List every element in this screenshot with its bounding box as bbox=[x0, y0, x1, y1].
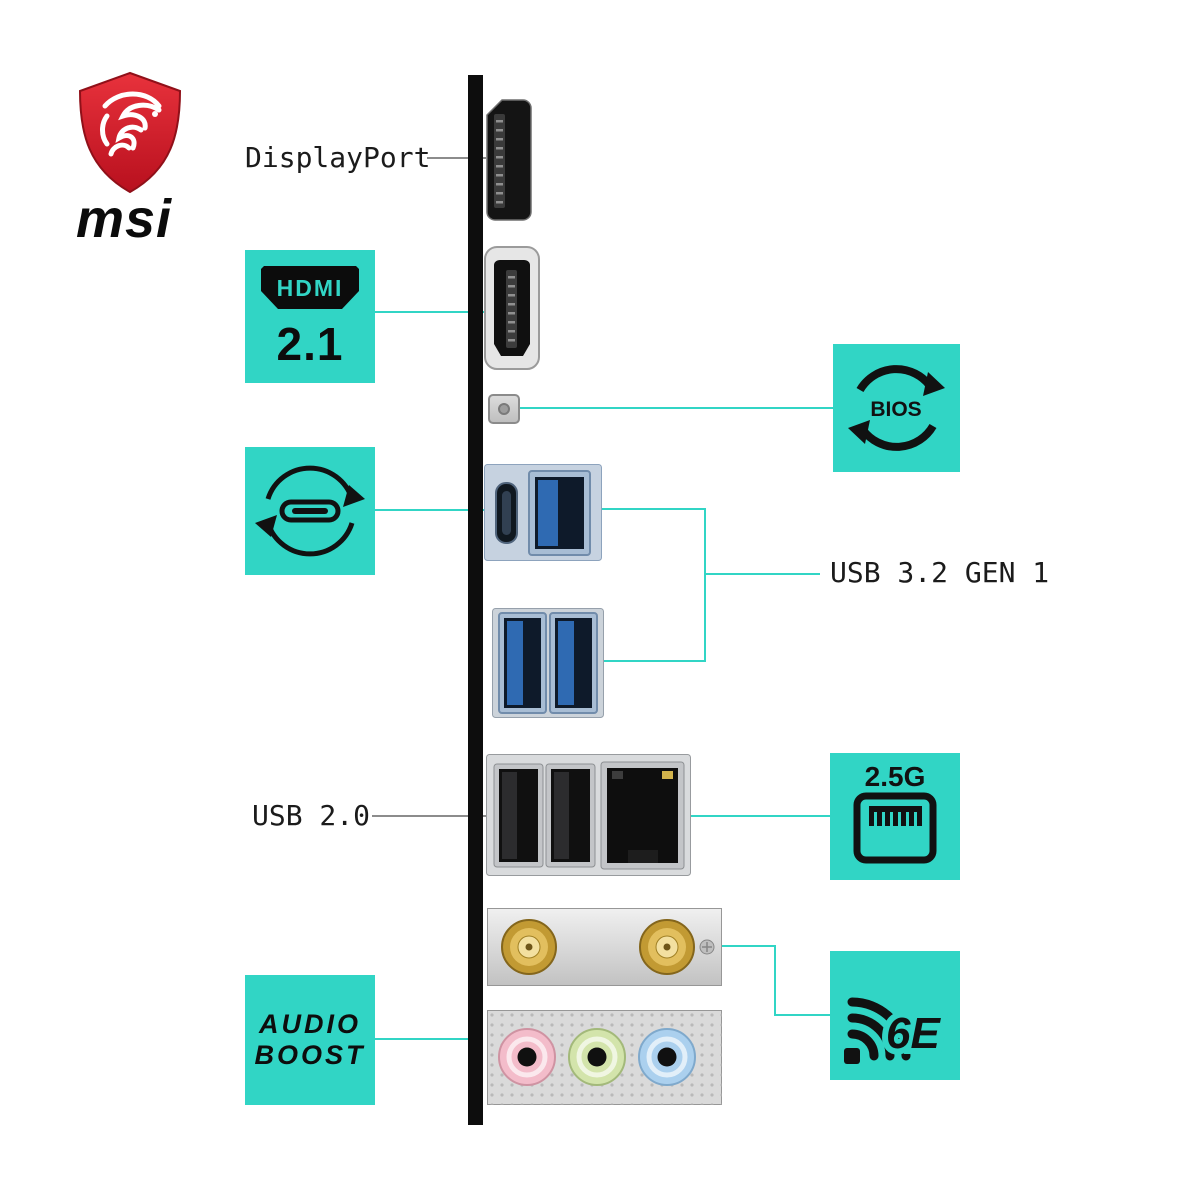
bios-button-dot bbox=[498, 403, 510, 415]
usb32-port-c bbox=[549, 612, 598, 714]
ethernet-jack-icon: 2.5G bbox=[853, 761, 937, 863]
usbc-badge bbox=[245, 447, 375, 575]
svg-text:6E: 6E bbox=[886, 1009, 941, 1058]
io-panel-bar bbox=[468, 75, 483, 1125]
msi-dragon-icon bbox=[100, 91, 162, 157]
bios-callout-line bbox=[520, 407, 833, 409]
wifi-antenna-block bbox=[487, 908, 722, 986]
lan-badge: 2.5G bbox=[830, 753, 960, 880]
svg-text:2.5G: 2.5G bbox=[865, 761, 926, 792]
usb20-lan-port-block bbox=[486, 754, 691, 876]
usb32-callout-line-label bbox=[706, 573, 820, 575]
audio-jack-linein-blue bbox=[638, 1028, 696, 1086]
svg-text:6E: 6E bbox=[886, 1009, 941, 1058]
usb32-port-a bbox=[528, 470, 591, 556]
usb20-label: USB 2.0 bbox=[252, 799, 371, 832]
audio-boost-line1: AUDIO bbox=[259, 1008, 361, 1039]
antenna-connector-1 bbox=[501, 919, 557, 975]
hdmi-callout-line bbox=[375, 311, 484, 313]
screw bbox=[699, 939, 715, 955]
bios-refresh-arrows-icon: BIOS bbox=[848, 365, 945, 451]
displayport-callout-line bbox=[427, 157, 486, 159]
displayport-label: DisplayPort bbox=[245, 141, 431, 174]
wifi-badge: 6E 6E bbox=[830, 951, 960, 1080]
displayport-port bbox=[486, 99, 532, 221]
audio-jack-lineout-green bbox=[568, 1028, 626, 1086]
audio-boost-line2: BOOST bbox=[254, 1040, 366, 1070]
hdmi-port bbox=[484, 246, 540, 370]
audio-callout-line bbox=[375, 1038, 468, 1040]
hdmi-connector-icon: HDMI bbox=[261, 265, 359, 309]
usb20-port-a bbox=[493, 763, 544, 868]
lan-rj45-port bbox=[600, 761, 685, 870]
audio-jack-mic-pink bbox=[498, 1028, 556, 1086]
bios-flash-button bbox=[488, 394, 520, 424]
wifi-callout-line-1 bbox=[722, 945, 776, 947]
lan-led bbox=[662, 771, 673, 779]
usb32-callout-line-top bbox=[602, 508, 706, 510]
hdmi-badge: HDMI 2.1 bbox=[245, 250, 375, 383]
usb20-port-b bbox=[545, 763, 596, 868]
usb32-port-b bbox=[498, 612, 547, 714]
antenna-connector-2 bbox=[639, 919, 695, 975]
usb32-callout-line-vertical bbox=[704, 508, 706, 662]
bios-badge: BIOS bbox=[833, 344, 960, 472]
lan-callout-line bbox=[691, 815, 830, 817]
msi-shield-logo bbox=[78, 71, 182, 194]
usbc-rotation-icon bbox=[255, 465, 365, 557]
wifi-callout-line-3 bbox=[774, 1014, 830, 1016]
usb32-label: USB 3.2 GEN 1 bbox=[830, 556, 1050, 589]
usb20-callout-line bbox=[372, 815, 486, 817]
svg-text:BIOS: BIOS bbox=[870, 398, 921, 421]
audio-jack-block bbox=[487, 1010, 722, 1105]
usb32-port-block bbox=[492, 608, 604, 718]
svg-text:HDMI: HDMI bbox=[277, 275, 344, 301]
usb32-callout-line-bottom bbox=[604, 660, 706, 662]
hdmi-version-text: 2.1 bbox=[276, 317, 344, 370]
audio-boost-badge: AUDIO BOOST bbox=[245, 975, 375, 1105]
dragon-eye bbox=[152, 111, 158, 117]
usbc-callout-line bbox=[375, 509, 484, 511]
wifi-callout-line-2 bbox=[774, 945, 776, 1016]
usbc-usb32-port-block bbox=[484, 464, 602, 561]
msi-wordmark: msi bbox=[76, 189, 173, 249]
wifi-arcs-icon: 6E 6E bbox=[844, 997, 947, 1064]
